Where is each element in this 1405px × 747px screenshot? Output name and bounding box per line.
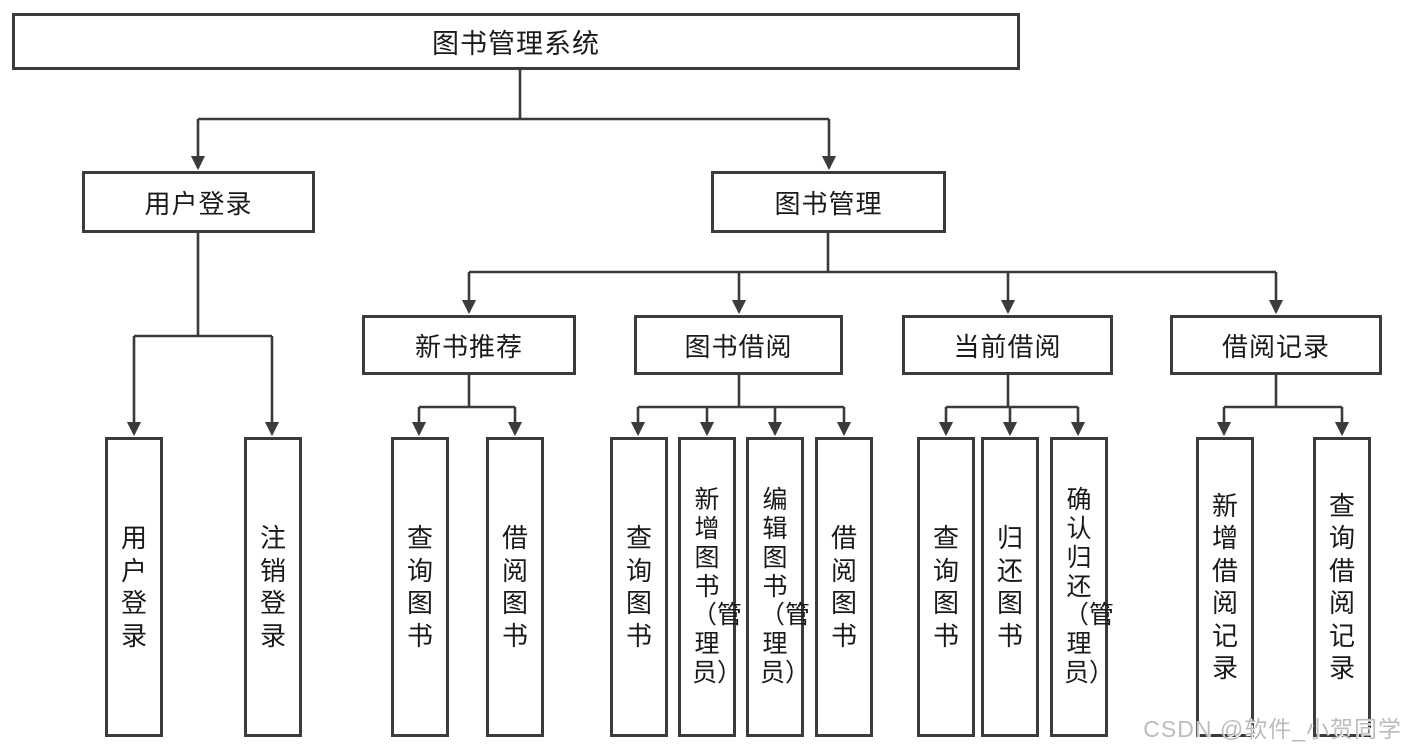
node-label: 编辑图书（管理员）	[760, 486, 811, 687]
leaf-logout: 注销登录	[244, 437, 302, 737]
node-label: 确认归还（管理员）	[1064, 486, 1115, 687]
node-borrow-records: 借阅记录	[1170, 315, 1382, 375]
node-label: 用户登录	[120, 523, 147, 651]
leaf-borrow-books-recommend: 借阅图书	[486, 437, 544, 737]
node-label: 查询图书	[932, 523, 959, 651]
node-new-book-recommend: 新书推荐	[362, 315, 576, 375]
node-label: 图书管理	[774, 188, 883, 219]
leaf-confirm-return-admin: 确认归还（管理员）	[1050, 437, 1115, 737]
node-book-borrow: 图书借阅	[634, 315, 843, 375]
leaf-add-borrow-record: 新增借阅记录	[1196, 437, 1254, 737]
leaf-edit-books-admin: 编辑图书（管理员）	[746, 437, 811, 737]
leaf-query-borrow-record: 查询借阅记录	[1313, 437, 1371, 737]
node-label: 图书借阅	[684, 331, 793, 362]
leaf-user-login: 用户登录	[105, 437, 163, 737]
node-label: 归还图书	[996, 523, 1023, 651]
node-label: 新增借阅记录	[1211, 490, 1238, 684]
node-user-login: 用户登录	[82, 171, 315, 233]
leaf-query-books-recommend: 查询图书	[391, 437, 449, 737]
node-label: 当前借阅	[953, 331, 1062, 362]
node-current-borrow: 当前借阅	[902, 315, 1113, 375]
leaf-borrow-books: 借阅图书	[815, 437, 873, 737]
leaf-return-books: 归还图书	[981, 437, 1039, 737]
node-label: 新书推荐	[414, 331, 523, 362]
node-label: 查询图书	[406, 523, 433, 651]
node-book-management: 图书管理	[711, 171, 946, 233]
node-library-management-system: 图书管理系统	[12, 13, 1020, 70]
node-label: 注销登录	[259, 523, 286, 651]
node-label: 图书管理系统	[432, 29, 600, 59]
csdn-watermark: CSDN @软件_小贺同学	[1143, 716, 1402, 742]
node-label: 借阅图书	[501, 523, 528, 651]
node-label: 查询借阅记录	[1328, 490, 1355, 684]
node-label: 查询图书	[625, 523, 652, 651]
leaf-query-books-borrow: 查询图书	[610, 437, 668, 737]
node-label: 用户登录	[144, 188, 253, 219]
leaf-add-books-admin: 新增图书（管理员）	[678, 437, 743, 737]
node-label: 借阅记录	[1221, 331, 1330, 362]
node-label: 借阅图书	[830, 523, 857, 651]
leaf-query-books-current: 查询图书	[917, 437, 975, 737]
node-label: 新增图书（管理员）	[692, 486, 743, 687]
